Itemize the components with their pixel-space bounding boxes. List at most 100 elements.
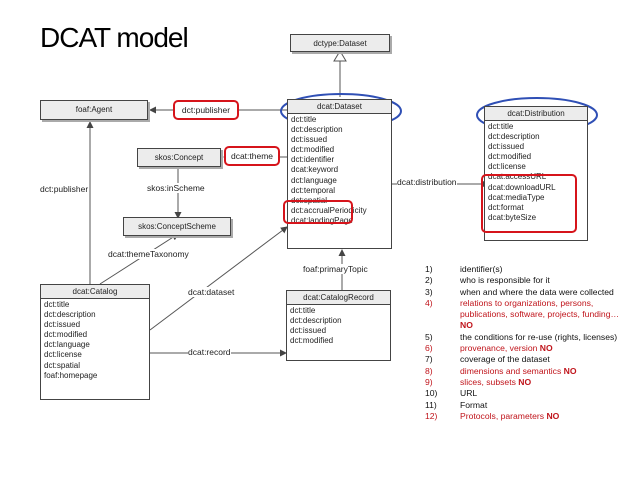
list-item-number: 2): [425, 275, 433, 286]
edge-label-primary-topic: foaf:primaryTopic: [303, 264, 368, 274]
list-item-number: 11): [425, 399, 437, 410]
property-dct-issued: dct:issued: [488, 142, 525, 152]
list-item-number: 9): [425, 376, 433, 387]
edge-label-publisher: dct:publisher: [40, 184, 89, 194]
requirements-list: 1) identifier(s) 2) who is responsible for …: [425, 264, 630, 422]
list-item-number: 1): [425, 264, 433, 274]
property-dct-identifier: dct:identifier: [291, 155, 335, 165]
list-item-text: slices, subsets NO: [460, 377, 630, 388]
list-item: 8) dimensions and semantics NO: [425, 366, 630, 377]
list-item-number: 7): [425, 354, 433, 365]
property-dct-modified: dct:modified: [291, 145, 335, 155]
list-item-number: 10): [425, 388, 438, 399]
list-item-text: who is responsible for it: [460, 275, 630, 286]
list-item-text: URL: [460, 388, 630, 399]
catalog-record-header: dcat:CatalogRecord: [287, 291, 390, 305]
property-dct-issued: dct:issued: [44, 320, 81, 330]
property-dcat-bytesize: dcat:byteSize: [488, 212, 537, 222]
property-dct-issued: dct:issued: [291, 135, 328, 145]
list-item-label: URL: [460, 388, 478, 399]
dataset-header: dcat:Dataset: [288, 100, 391, 114]
list-item: 3) when and where the data were collected: [425, 287, 630, 298]
list-item-text: the conditions for re-use (rights, licen…: [460, 332, 630, 343]
list-item-label: the conditions for re-use (rights, licen…: [460, 331, 618, 342]
property-dct-title: dct:title: [291, 115, 317, 124]
list-item-number: 12): [425, 410, 438, 421]
property-dcat-landingpage: dcat:landingPage: [291, 215, 353, 225]
property-dct-description: dct:description: [290, 316, 342, 326]
list-item: 10) URL: [425, 388, 630, 399]
list-item-no-flag: NO: [544, 410, 560, 421]
list-item-text: Protocols, parameters NO: [460, 411, 630, 422]
list-item: 7) coverage of the dataset: [425, 354, 630, 365]
list-item-label: coverage of the dataset: [460, 354, 550, 365]
list-item-text: when and where the data were collected: [460, 287, 630, 298]
list-item: 6) provenance, version NO: [425, 343, 630, 354]
property-dcat-downloadurl: dcat:downloadURL: [488, 182, 556, 192]
property-dct-description: dct:description: [488, 132, 540, 142]
edge-label-theme-highlight: dcat:theme: [224, 146, 280, 166]
list-item: 5)the conditions for re-use (rights, lic…: [425, 332, 630, 343]
list-item: 9) slices, subsets NO: [425, 377, 630, 388]
list-item-label: Format: [460, 399, 488, 410]
property-dct-license: dct:license: [44, 350, 82, 360]
list-item-no-flag: NO: [537, 343, 553, 354]
list-item-label: Protocols, parameters: [460, 410, 545, 421]
list-item-number: 8): [425, 365, 433, 376]
list-item: 4)relations to organizations, persons, p…: [425, 298, 630, 332]
list-item-text: coverage of the dataset: [460, 354, 630, 365]
property-dct-modified: dct:modified: [290, 336, 334, 346]
property-dcat-mediatype: dcat:mediaType: [488, 192, 545, 202]
edge-label-dataset: dcat:dataset: [188, 287, 235, 297]
property-dct-license: dct:license: [488, 162, 526, 172]
list-item-label: provenance, version: [460, 343, 538, 354]
property-foaf-homepage: foaf:homepage: [44, 370, 98, 380]
list-item: 11) Format: [425, 400, 630, 411]
property-dct-language: dct:language: [44, 340, 90, 350]
list-item-label: who is responsible for it: [460, 275, 550, 286]
distribution-properties-highlight: [481, 174, 577, 233]
dataset-temporal-spatial-highlight: [283, 200, 353, 224]
property-dct-title: dct:title: [290, 306, 316, 315]
edge-label-publisher-highlight: dct:publisher: [173, 100, 239, 120]
property-dct-description: dct:description: [44, 310, 96, 320]
class-skos-concept-scheme: skos:ConceptScheme: [123, 217, 231, 236]
catalog-header: dcat:Catalog: [41, 285, 149, 299]
class-skos-concept: skos:Concept: [137, 148, 221, 167]
edge-label-distribution: dcat:distribution: [397, 177, 457, 187]
property-dct-temporal: dct:temporal: [291, 185, 336, 195]
property-dct-format: dct:format: [488, 202, 524, 212]
list-item-text: identifier(s): [460, 264, 630, 275]
list-item-label: dimensions and semantics: [460, 365, 562, 376]
property-dct-title: dct:title: [488, 122, 514, 131]
list-item-text: relations to organizations, persons, pub…: [460, 298, 630, 332]
list-item: 2) who is responsible for it: [425, 275, 630, 286]
list-item-no-flag: NO: [515, 376, 532, 387]
property-dct-language: dct:language: [291, 175, 337, 185]
property-dct-accrualperiodicity: dct:accrualPeriodicity: [291, 205, 367, 215]
list-item-label: when and where the data were collected: [460, 286, 614, 297]
list-item-label: identifier(s): [460, 264, 503, 274]
property-dct-modified: dct:modified: [488, 152, 532, 162]
property-dct-modified: dct:modified: [44, 330, 88, 340]
property-dcat-keyword: dcat:keyword: [291, 165, 339, 175]
property-dcat-accessurl: dcat:accessURL: [488, 172, 547, 182]
list-item-text: dimensions and semantics NO: [460, 366, 630, 377]
list-item-number: 6): [425, 343, 433, 354]
list-item: 1) identifier(s): [425, 264, 630, 275]
edge-label-theme-taxonomy: dcat:themeTaxonomy: [108, 249, 189, 259]
list-item-number: 3): [425, 286, 433, 297]
page-title: DCAT model: [40, 22, 189, 53]
property-dct-issued: dct:issued: [290, 326, 327, 336]
list-item-label: relations to organizations, persons, pub…: [460, 297, 620, 320]
edge-label-in-scheme: skos:inScheme: [147, 183, 205, 193]
property-dct-description: dct:description: [291, 125, 343, 135]
list-item-text: provenance, version NO: [460, 343, 630, 354]
